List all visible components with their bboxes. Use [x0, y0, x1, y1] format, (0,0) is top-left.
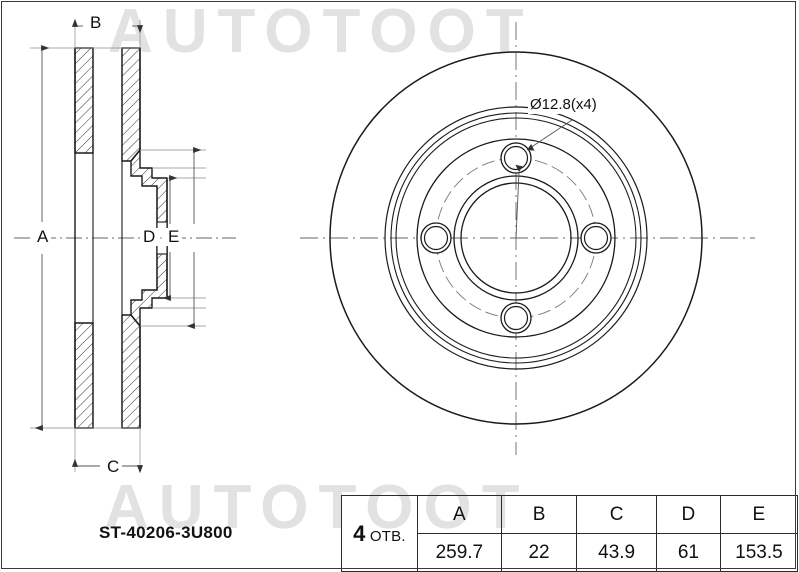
table-row-headers: 4 ОТВ. A B C D E: [341, 495, 799, 572]
value-a: 259.7: [416, 533, 502, 572]
bolt-hole-left: [420, 222, 452, 254]
face-view: [300, 22, 755, 455]
header-e: E: [719, 495, 799, 534]
header-d: D: [656, 495, 721, 534]
dimension-label-b: B: [87, 14, 105, 32]
bolt-holes: [420, 142, 612, 334]
section-view: [14, 18, 236, 474]
hole-count-unit: ОТВ.: [369, 527, 406, 545]
friction-ring-inner-2: [390, 112, 642, 364]
diameter-callout-leader: [515, 119, 573, 239]
table-row-values: 259.7 22 43.9 61 153.5: [342, 533, 799, 572]
watermark-top: AUTOTOOT: [108, 0, 534, 66]
section-outer-ring-upper: [74, 47, 94, 154]
header-b: B: [500, 495, 578, 534]
section-outer-ring-lower: [74, 322, 94, 429]
friction-ring-inner-3: [395, 117, 637, 359]
diameter-callout-label: Ø12.8(x4): [528, 96, 599, 114]
dimension-label-e: E: [165, 228, 183, 246]
value-c: 43.9: [576, 533, 658, 572]
section-extension-lines: [30, 20, 206, 472]
bolt-hole-top: [500, 142, 532, 174]
hat-outer-circle: [416, 138, 616, 338]
hole-count-value: 4: [353, 520, 366, 546]
value-b: 22: [500, 533, 578, 572]
section-inner-ring-upper: [121, 47, 141, 162]
dimension-label-c: C: [104, 458, 123, 476]
spec-table: 4 ОТВ. A B C D E 259.7 22 43.9 61 153.5: [341, 495, 799, 572]
bolt-hole-right: [580, 222, 612, 254]
dimension-label-d: D: [140, 228, 159, 246]
bolt-hole-bottom: [500, 302, 532, 334]
header-c: C: [576, 495, 658, 534]
value-e: 153.5: [719, 533, 799, 572]
value-d: 61: [656, 533, 721, 572]
hole-count-cell: 4 ОТВ.: [341, 495, 418, 572]
dimension-label-a: A: [34, 228, 52, 246]
part-number: ST-40206-3U800: [99, 523, 233, 542]
section-inner-ring-lower: [121, 314, 141, 429]
header-a: A: [416, 495, 502, 534]
center-bore: [460, 182, 572, 294]
disc-outer-edge: [329, 51, 703, 425]
friction-ring-inner-1: [384, 106, 648, 370]
hub-pad-circle: [453, 175, 579, 301]
